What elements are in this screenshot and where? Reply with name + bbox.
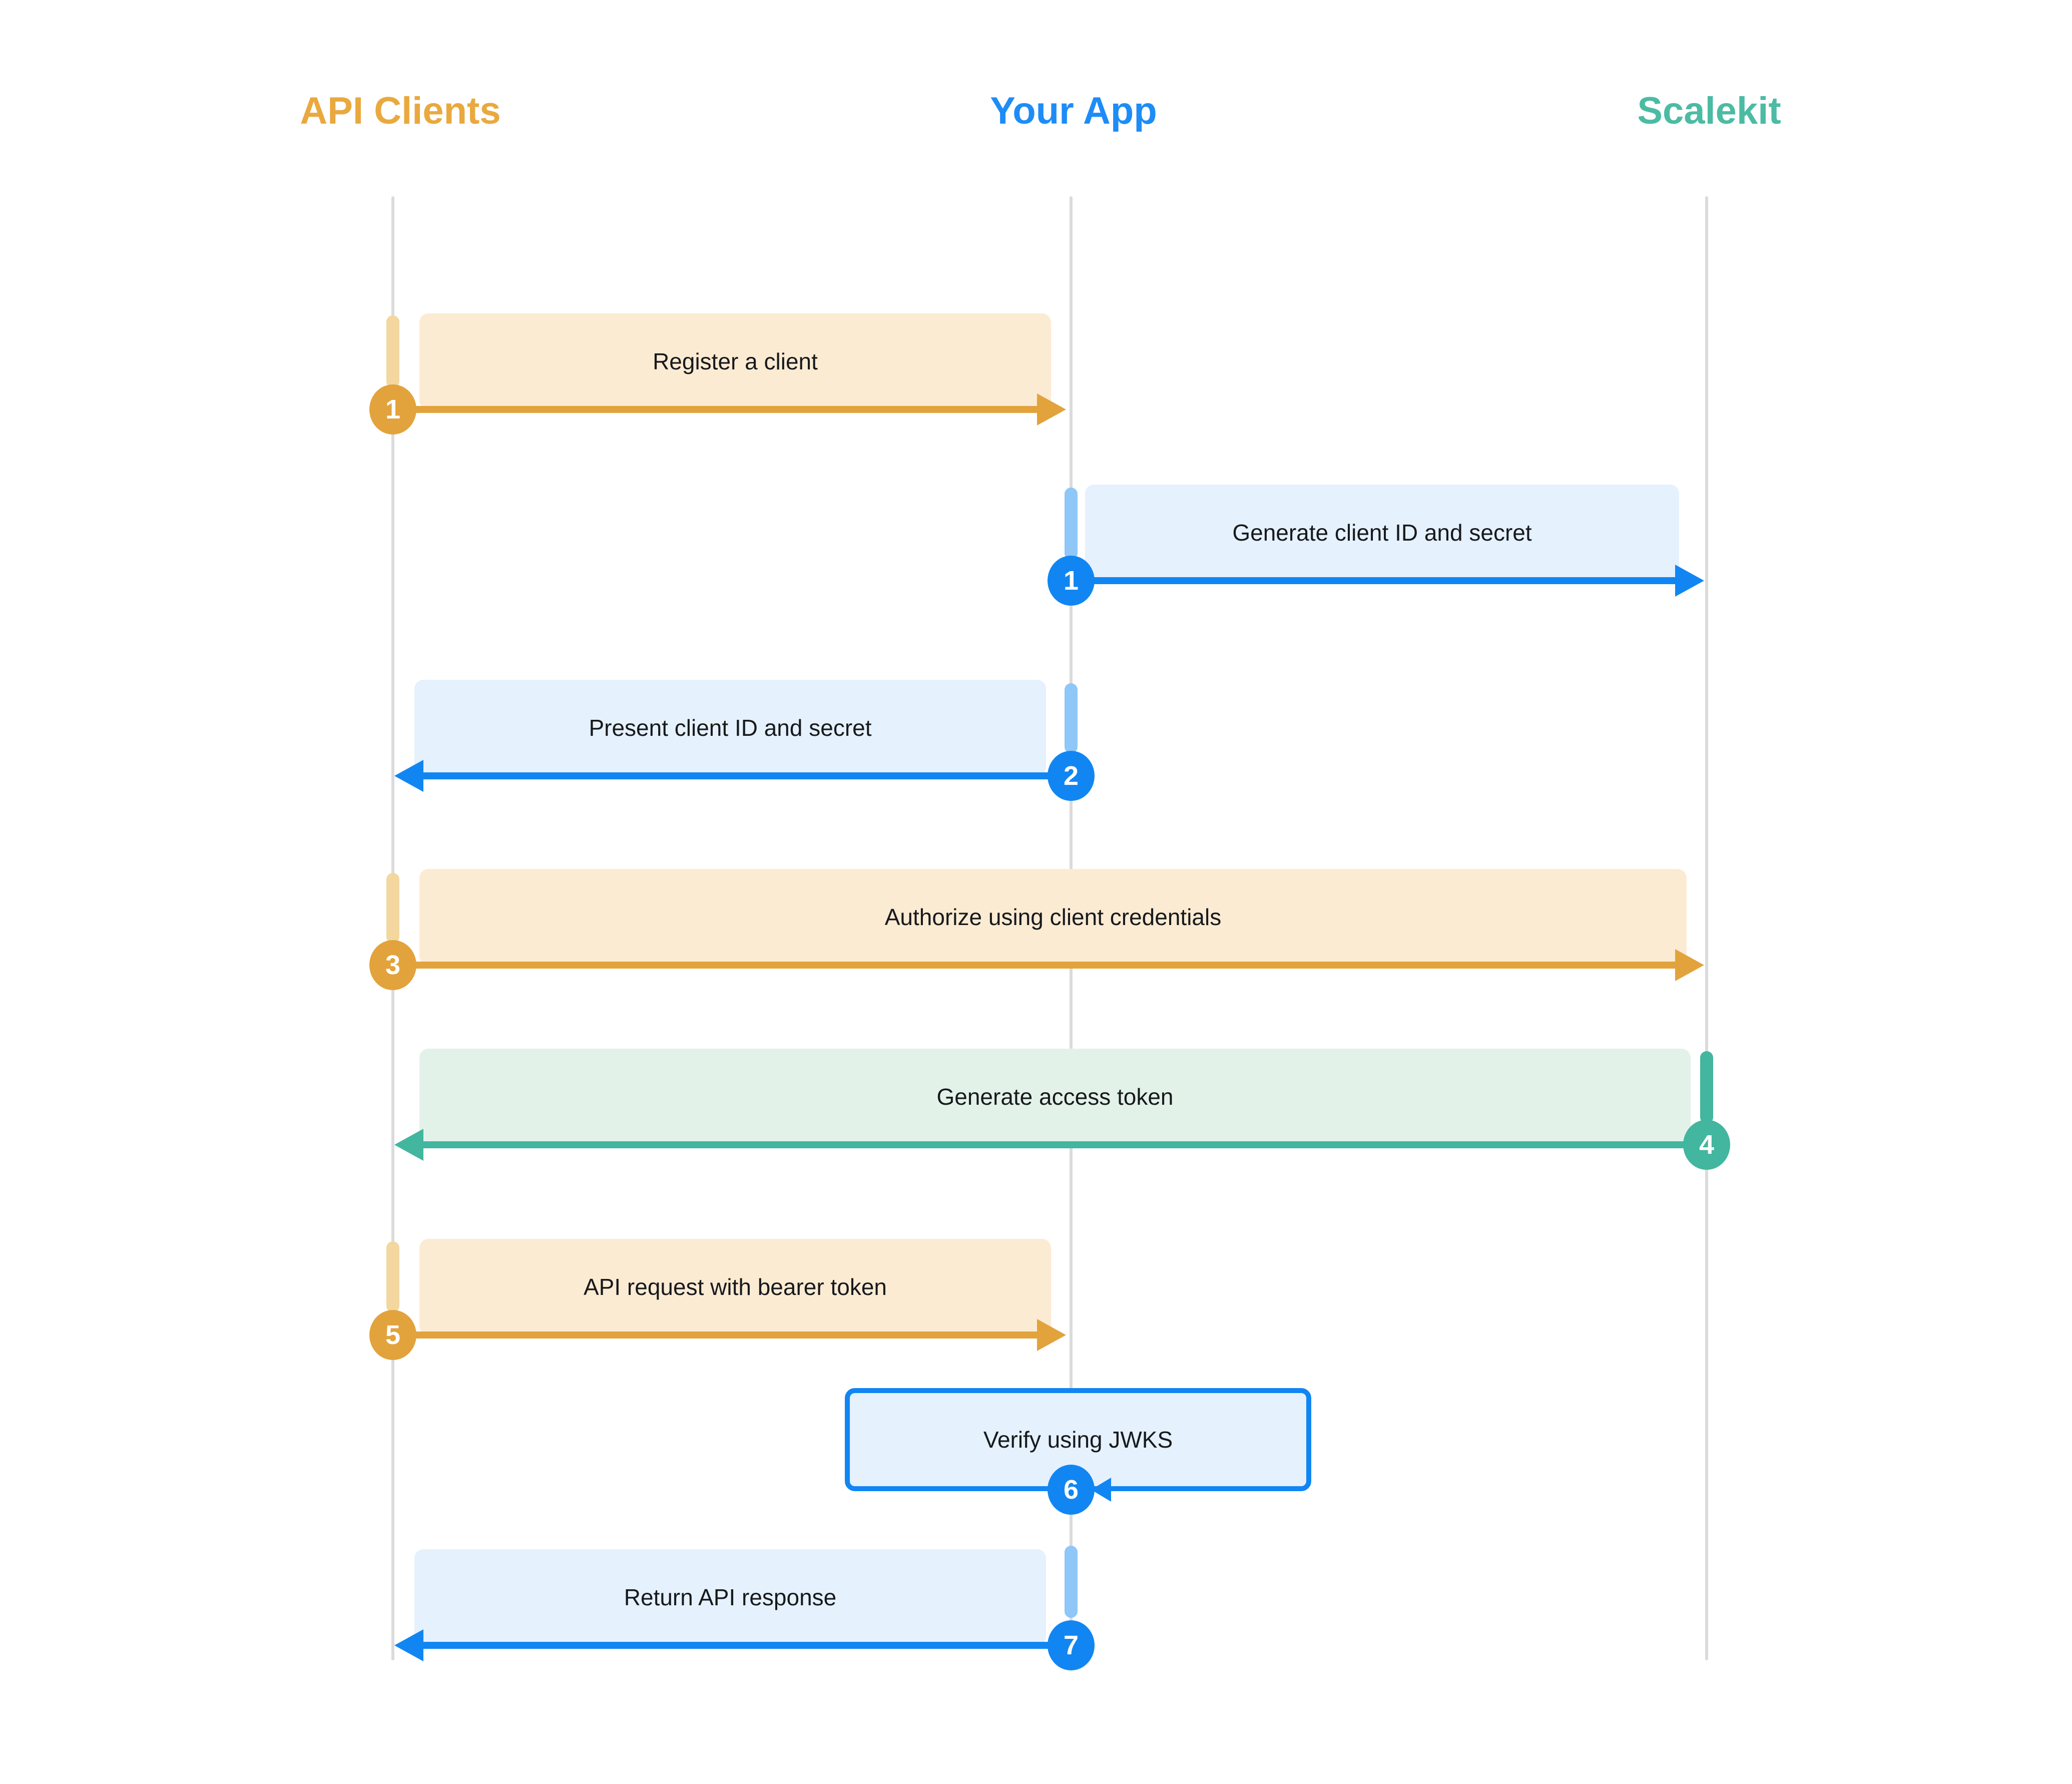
arrowhead-right-icon	[1675, 949, 1704, 981]
activation-bar	[1065, 488, 1078, 560]
step-badge: 3	[369, 940, 416, 990]
message-label: Present client ID and secret	[589, 715, 872, 741]
activation-bar	[1700, 1051, 1713, 1124]
activation-bar	[386, 1241, 399, 1312]
message-label: Return API response	[624, 1584, 837, 1610]
message-label: API request with bearer token	[584, 1274, 887, 1300]
message-arrow-line	[393, 1331, 1040, 1339]
message-box: Return API response	[414, 1549, 1046, 1645]
message-label: Authorize using client credentials	[884, 904, 1222, 930]
message-box: Present client ID and secret	[414, 680, 1046, 776]
step-badge: 5	[369, 1310, 416, 1360]
message-arrow-line	[422, 1642, 1071, 1649]
message-arrow-line	[422, 772, 1071, 779]
arrowhead-left-icon	[394, 1129, 423, 1161]
arrowhead-left-icon	[394, 1629, 423, 1661]
message-arrow-line	[422, 1141, 1707, 1148]
message-box: API request with bearer token	[419, 1239, 1051, 1335]
participant-your-app: Your App	[990, 90, 1157, 132]
message-arrow-line	[393, 962, 1676, 969]
participant-api-clients: API Clients	[300, 90, 501, 132]
arrowhead-right-icon	[1675, 565, 1704, 597]
activation-bar	[1065, 683, 1078, 753]
message-box: Authorize using client credentials	[419, 869, 1687, 965]
step-badge: 6	[1048, 1465, 1095, 1515]
message-box: Register a client	[419, 313, 1051, 409]
step-badge: 7	[1048, 1620, 1095, 1670]
arrowhead-right-icon	[1037, 1319, 1066, 1351]
step-badge: 1	[369, 384, 416, 434]
step-badge: 4	[1683, 1120, 1730, 1170]
lifeline-scalekit	[1705, 196, 1708, 1660]
message-box: Generate access token	[419, 1049, 1691, 1145]
step-badge: 2	[1048, 751, 1095, 801]
message-label: Generate client ID and secret	[1232, 520, 1532, 546]
message-label: Verify using JWKS	[983, 1427, 1173, 1453]
activation-bar	[1065, 1546, 1078, 1618]
message-box: Generate client ID and secret	[1085, 485, 1679, 581]
activation-bar	[386, 315, 399, 388]
message-label: Register a client	[653, 348, 818, 374]
message-label: Generate access token	[936, 1084, 1174, 1110]
activation-bar	[386, 873, 399, 944]
arrowhead-right-icon	[1037, 393, 1066, 425]
message-arrow-line	[1071, 577, 1678, 584]
step-badge: 1	[1048, 556, 1095, 606]
participant-scalekit: Scalekit	[1637, 90, 1781, 132]
message-arrow-line	[393, 406, 1040, 413]
arrowhead-left-icon	[394, 760, 423, 792]
